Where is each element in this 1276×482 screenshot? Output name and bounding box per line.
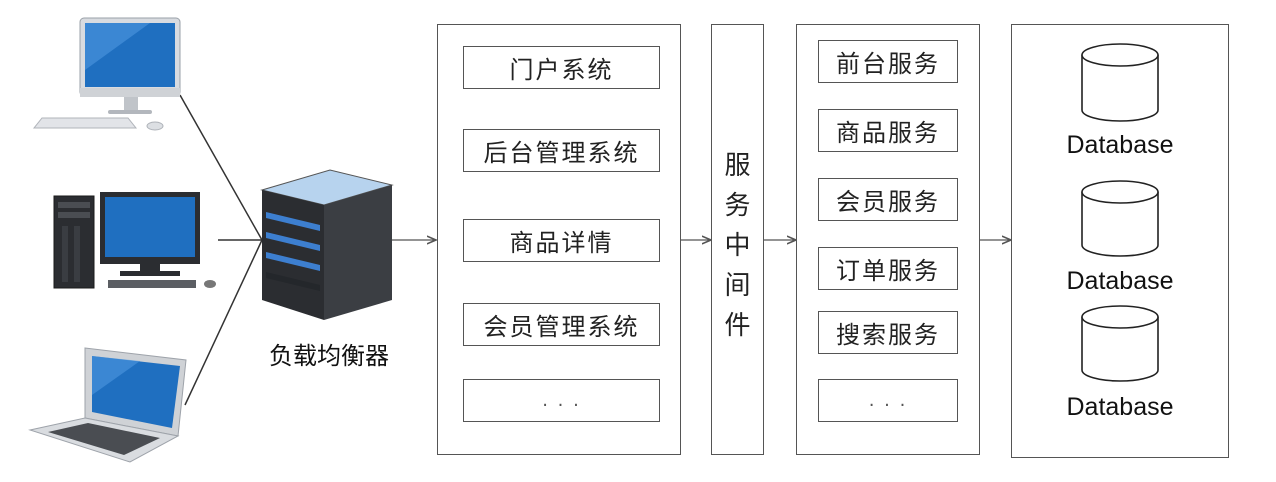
middleware-char: 务 (724, 191, 751, 221)
database-label: Database (1066, 393, 1174, 421)
middleware-label: 服 务 中 间 件 (711, 146, 764, 346)
frontend-service-box: 前台服务 (818, 40, 958, 83)
product-service-box: 商品服务 (818, 109, 958, 152)
member-service-box: 会员服务 (818, 178, 958, 221)
load-balancer-label: 负载均衡器 (269, 342, 389, 370)
middleware-char: 间 (724, 271, 751, 301)
member-admin-system-box: 会员管理系统 (463, 303, 660, 346)
portal-system-box: 门户系统 (463, 46, 660, 89)
admin-system-box: 后台管理系统 (463, 129, 660, 172)
line-desktop-to-lb (179, 94, 263, 241)
middleware-char: 件 (724, 311, 751, 341)
more-systems-box: . . . (463, 379, 660, 422)
product-detail-box: 商品详情 (463, 219, 660, 262)
middleware-char: 服 (724, 151, 751, 181)
more-services-box: . . . (818, 379, 958, 422)
order-service-box: 订单服务 (818, 247, 958, 290)
search-service-box: 搜索服务 (818, 311, 958, 354)
middleware-panel (711, 24, 764, 455)
line-laptop-to-lb (184, 239, 263, 406)
database-label: Database (1066, 131, 1174, 159)
middleware-char: 中 (724, 231, 751, 261)
database-label: Database (1066, 267, 1174, 295)
